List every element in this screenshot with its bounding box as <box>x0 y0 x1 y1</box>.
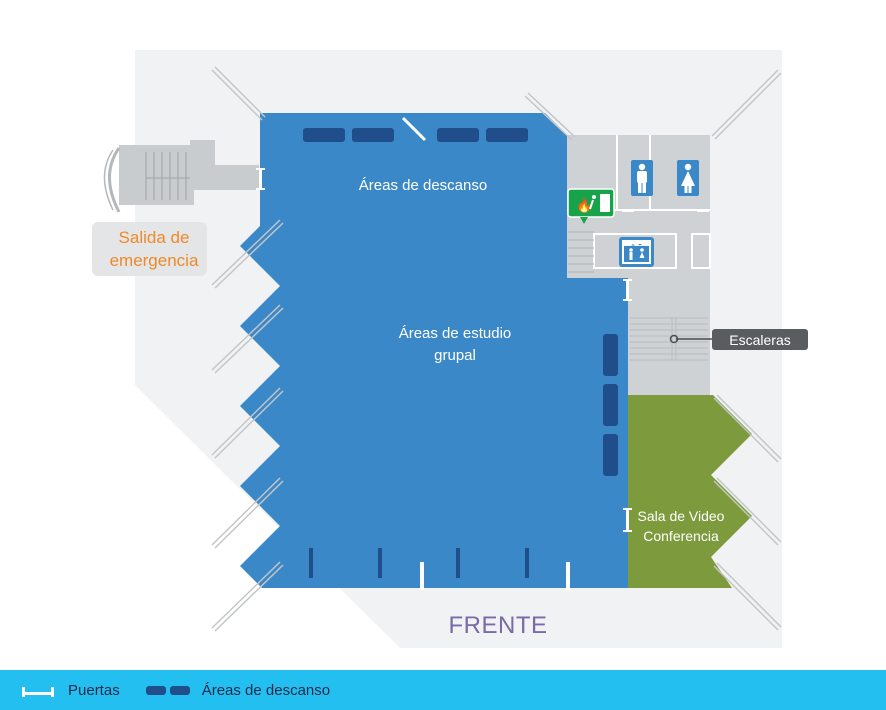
rest-area-label: Áreas de descanso <box>359 177 487 194</box>
door-icon <box>22 684 54 697</box>
door <box>626 279 629 301</box>
exit-sign-icon: 🔥 <box>567 188 615 224</box>
door <box>566 562 570 590</box>
woman-icon <box>677 160 699 196</box>
rest-block <box>603 334 618 376</box>
emergency-exit-label-box <box>92 222 207 276</box>
elevator-icon <box>619 237 654 267</box>
rest-block <box>603 384 618 426</box>
video-room-label-1: Sala de Video <box>638 508 725 524</box>
study-area-dividers <box>309 548 529 578</box>
emergency-exit-label-1: Salida de <box>119 228 190 247</box>
emergency-exit-label-2: emergencia <box>110 251 199 270</box>
rest-block <box>352 128 394 142</box>
stairs-callout: Escaleras <box>669 329 808 350</box>
video-room-label-2: Conferencia <box>643 528 719 544</box>
rest-block <box>303 128 345 142</box>
floor-plan-map: Salida de emergencia <box>92 50 808 648</box>
man-icon <box>631 160 653 196</box>
svg-text:🔥: 🔥 <box>576 198 592 214</box>
doors <box>256 168 709 590</box>
rest-block <box>486 128 528 142</box>
legend-doors-label: Puertas <box>68 681 120 699</box>
rest-block <box>437 128 479 142</box>
stairs-label: Escaleras <box>729 332 790 348</box>
legend-doors: Puertas <box>22 682 120 699</box>
legend-rest-areas-label: Áreas de descanso <box>201 681 331 699</box>
door <box>420 562 424 590</box>
front-label: FRENTE <box>449 612 548 639</box>
study-area-label-2: grupal <box>434 347 476 364</box>
door <box>626 508 629 532</box>
study-area-label-1: Áreas de estudio <box>399 325 512 342</box>
building-window-edges <box>211 66 782 632</box>
main-stairs <box>630 317 708 361</box>
door <box>259 168 262 190</box>
study-area-zone <box>240 113 628 588</box>
video-conference-room <box>628 395 752 588</box>
rest-area-blocks <box>303 128 618 476</box>
emergency-staircase <box>103 140 259 213</box>
rest-area-icon <box>145 685 190 695</box>
legend-rest-areas: Áreas de descanso <box>145 681 331 699</box>
map-legend: Puertas Áreas de descanso <box>0 670 886 710</box>
rest-block <box>603 434 618 476</box>
